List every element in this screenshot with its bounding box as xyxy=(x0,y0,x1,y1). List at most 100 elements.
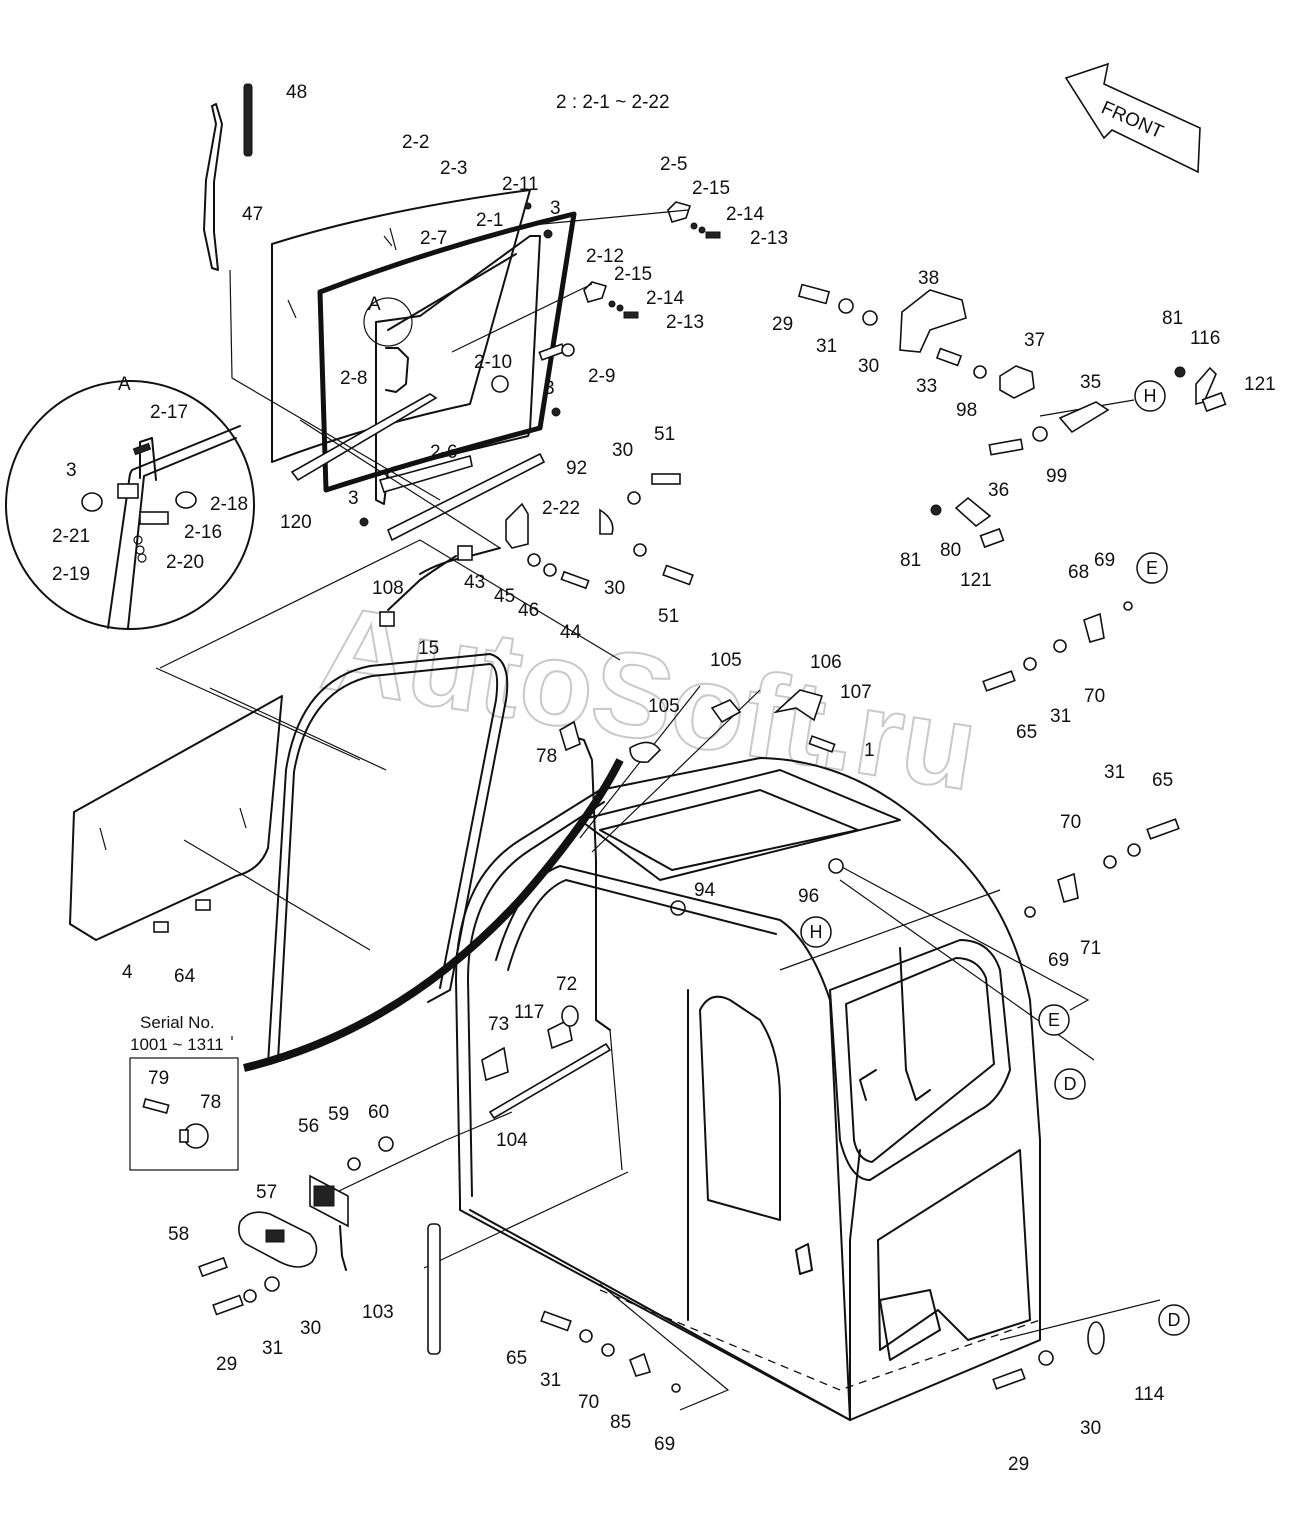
part-label: 64 xyxy=(174,966,196,987)
part-label: 2-3 xyxy=(440,158,467,179)
part-label: 2-13 xyxy=(666,312,704,333)
part-label: 2-15 xyxy=(614,264,652,285)
part-label: 31 xyxy=(816,336,837,357)
plate-57 xyxy=(198,1211,318,1316)
switch-37 xyxy=(935,347,1035,399)
callout-e-top: E xyxy=(1136,552,1168,584)
part-label: 2-12 xyxy=(586,246,624,267)
part-label: 2-5 xyxy=(660,154,687,175)
callout-d-bottom: D xyxy=(1158,1304,1190,1336)
part-label: 15 xyxy=(418,638,439,659)
callout-d-mid: D xyxy=(1054,1068,1086,1100)
part-label: 3 xyxy=(66,460,77,481)
part-label: 78 xyxy=(200,1092,221,1113)
part-label: 99 xyxy=(1046,466,1067,487)
part-label: 121 xyxy=(960,570,992,591)
callout-h-mid: H xyxy=(800,916,832,948)
window-frame xyxy=(375,235,541,505)
cap-2-11 xyxy=(524,202,532,210)
part-label: 2-17 xyxy=(150,402,188,423)
bolt-114-set xyxy=(992,1321,1105,1390)
part-label: 30 xyxy=(604,578,625,599)
wiper-arm xyxy=(203,103,223,271)
nut-96 xyxy=(828,858,844,874)
part-label: 107 xyxy=(840,682,872,703)
part-label: 2-18 xyxy=(210,494,248,515)
part-label: 29 xyxy=(1008,1454,1029,1475)
part-label: 2-6 xyxy=(430,442,457,463)
svg-text:D: D xyxy=(1168,1310,1181,1330)
rail-104 xyxy=(488,1042,612,1120)
part-label: 2-10 xyxy=(474,352,512,373)
part-label: 30 xyxy=(300,1318,321,1339)
part-label: 2-15 xyxy=(692,178,730,199)
part-label: 30 xyxy=(612,440,633,461)
part-label: 116 xyxy=(1190,328,1220,349)
part-label: 70 xyxy=(1060,812,1081,833)
part-label: 103 xyxy=(362,1302,394,1323)
header-note: 2 : 2-1 ~ 2-22 xyxy=(556,92,670,113)
part-label: 2-7 xyxy=(420,228,447,249)
part-label: 2-1 xyxy=(476,210,503,231)
part-label: 92 xyxy=(566,458,587,479)
cap-3a xyxy=(543,229,553,239)
part-label: 96 xyxy=(798,886,819,907)
part-label: 4 xyxy=(122,962,133,983)
part-label: 2-21 xyxy=(52,526,90,547)
stopper-68 xyxy=(982,601,1133,692)
hinge-106 xyxy=(710,689,836,753)
lamp-bracket-38 xyxy=(797,283,967,353)
callout-h-top: H xyxy=(1134,380,1166,412)
stopper-85-set xyxy=(540,1310,681,1393)
part-label: 71 xyxy=(1080,938,1101,959)
part-label: 2-20 xyxy=(166,552,204,573)
bolt-2-9 xyxy=(538,343,575,361)
part-label: 3 xyxy=(544,378,555,399)
part-label: 81 xyxy=(1162,308,1183,329)
part-label: 104 xyxy=(496,1130,528,1151)
part-label: 98 xyxy=(956,400,977,421)
part-label: 2-11 xyxy=(502,174,539,195)
part-label: 2-14 xyxy=(646,288,684,309)
part-label: 106 xyxy=(810,652,842,673)
part-label: 31 xyxy=(262,1338,283,1359)
part-label: 81 xyxy=(900,550,921,571)
hinge-35 xyxy=(988,401,1110,456)
front-arrow-icon: FRONT xyxy=(1064,62,1201,174)
part-label: 29 xyxy=(772,314,793,335)
part-label: 69 xyxy=(1094,550,1115,571)
part-label: 114 xyxy=(1134,1384,1165,1405)
part-label: A xyxy=(118,374,131,395)
part-label: 48 xyxy=(286,82,307,103)
callout-e-mid: E xyxy=(1038,1004,1070,1036)
part-label: 121 xyxy=(1244,374,1276,395)
part-label: 69 xyxy=(654,1434,675,1455)
svg-text:E: E xyxy=(1146,558,1158,578)
wire-78 xyxy=(559,720,611,1031)
part-label: 105 xyxy=(648,696,680,717)
part-label: 31 xyxy=(540,1370,561,1391)
part-label: 58 xyxy=(168,1224,189,1245)
part-label: 73 xyxy=(488,1014,509,1035)
part-label: 59 xyxy=(328,1104,349,1125)
part-label: 45 xyxy=(494,586,515,607)
part-label: 57 xyxy=(256,1182,277,1203)
part-label: 3 xyxy=(348,488,359,509)
part-label: 68 xyxy=(1068,562,1089,583)
part-label: 30 xyxy=(858,356,879,377)
part-label: 2-19 xyxy=(52,564,90,585)
inset-title-1: Serial No. xyxy=(140,1013,215,1032)
part-label: 36 xyxy=(988,480,1009,501)
part-label: 65 xyxy=(1016,722,1037,743)
part-label: 78 xyxy=(536,746,557,767)
part-label: 2-2 xyxy=(402,132,429,153)
part-label: 2-13 xyxy=(750,228,788,249)
cap-3b xyxy=(551,407,561,417)
part-label: 2-14 xyxy=(726,204,764,225)
part-label: 3 xyxy=(550,198,561,219)
bracket-2-12 xyxy=(583,281,639,319)
part-label: 46 xyxy=(518,600,539,621)
glass-stoppers-64 xyxy=(153,899,211,933)
part-label: 2-22 xyxy=(542,498,580,519)
part-label: 1 xyxy=(864,740,875,761)
